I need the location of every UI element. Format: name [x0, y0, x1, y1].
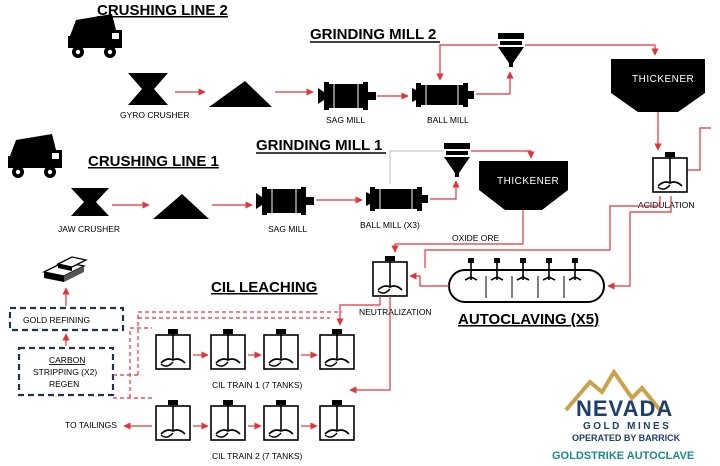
- carbon-stripping-box: CARBON STRIPPING (X2) REGEN: [17, 346, 115, 397]
- grinding-mill-2-title: GRINDING MILL 2: [310, 26, 436, 43]
- cil-tank-icon: [319, 328, 355, 370]
- flow-line: [389, 150, 444, 184]
- gyro-crusher-icon: [128, 73, 168, 105]
- logo-sub: GOLD MINES: [583, 421, 671, 432]
- cyclone-icon: [444, 143, 470, 177]
- flow-arrow: [349, 296, 391, 394]
- crushing-line-2: CRUSHING LINE 2 GYRO CRUSHER SAG MILL BA…: [68, 2, 524, 125]
- crushing-line-2-title: CRUSHING LINE 2: [97, 2, 228, 19]
- flow-arrow: [436, 44, 498, 81]
- flow-arrow: [430, 180, 460, 200]
- neutralization-tank: NEUTRALIZATION: [359, 255, 432, 317]
- sag-mill-2-label: SAG MILL: [326, 115, 365, 125]
- neutralization-label: NEUTRALIZATION: [359, 307, 432, 317]
- cil-tank-icon: [155, 399, 191, 441]
- flow-arrow: [409, 272, 449, 287]
- crushing-line-1-title: CRUSHING LINE 1: [88, 153, 219, 170]
- nevada-gold-mines-logo: NEVADA GOLD MINES OPERATED BY BARRICK GO…: [552, 368, 694, 462]
- cil-tank-icon: [210, 328, 246, 370]
- gold-bars-icon: [42, 256, 88, 282]
- thickener-top-label: THICKENER: [632, 74, 694, 85]
- crushing-line-1: CRUSHING LINE 1 JAW CRUSHER SAG MILL BAL…: [8, 134, 470, 234]
- acidulation-label: ACIDULATION: [638, 200, 695, 210]
- logo-caption: GOLDSTRIKE AUTOCLAVE: [552, 450, 694, 462]
- flow-arrow: [336, 296, 381, 326]
- grinding-mill-1-title: GRINDING MILL 1: [256, 137, 382, 154]
- acidulation-tank-icon: [652, 151, 688, 193]
- thickener-top: THICKENER: [611, 59, 705, 112]
- flow-arrow: [525, 44, 659, 56]
- flow-arrow: [607, 196, 672, 290]
- cil-train-1: CIL TRAIN 1 (7 TANKS): [155, 328, 355, 390]
- haul-truck-icon: [68, 14, 122, 58]
- carbon-stripping-frame: [17, 346, 115, 397]
- cil-train-2-label: CIL TRAIN 2 (7 TANKS): [212, 451, 303, 461]
- cil-train-1-label: CIL TRAIN 1 (7 TANKS): [212, 380, 303, 390]
- carbon-recirc-line: [129, 327, 152, 398]
- to-tailings-label: TO TAILINGS: [65, 420, 117, 430]
- thickener-mid-label: THICKENER: [497, 176, 559, 187]
- autoclaving-title: AUTOCLAVING (X5): [458, 311, 599, 328]
- cil-tank-icon: [155, 328, 191, 370]
- sag-mill-icon: [317, 81, 377, 111]
- sag-mill-icon: [255, 186, 315, 216]
- flow-arrow: [471, 150, 535, 159]
- acidulation-tank: ACIDULATION: [638, 151, 695, 210]
- flow-lines: [62, 44, 711, 430]
- thickener-icon: [479, 161, 568, 210]
- haul-truck-icon: [8, 134, 62, 178]
- thickener-icon: [611, 59, 705, 112]
- cil-tank-icon: [319, 399, 355, 441]
- stockpile-icon: [209, 81, 272, 107]
- oxide-ore-label: OXIDE ORE: [452, 233, 500, 243]
- gyro-crusher-label: GYRO CRUSHER: [120, 110, 189, 120]
- carbon-label: CARBON: [49, 355, 85, 365]
- stripping-label: STRIPPING (X2): [33, 367, 97, 377]
- neutralization-tank-icon: [372, 255, 408, 297]
- gold-refining-label: GOLD REFINING: [23, 315, 90, 325]
- flow-arrow: [391, 210, 524, 253]
- ball-mill-icon: [411, 82, 475, 108]
- flow-line: [688, 127, 711, 171]
- ball-mill-1-label: BALL MILL (X3): [360, 220, 420, 230]
- jaw-crusher-icon: [71, 188, 109, 216]
- ball-mill-2-label: BALL MILL: [427, 115, 469, 125]
- flow-arrow: [476, 71, 514, 95]
- logo-name: NEVADA: [576, 396, 673, 421]
- logo-operated: OPERATED BY BARRICK: [572, 433, 681, 443]
- regen-label: REGEN: [49, 379, 79, 389]
- ball-mill-icon: [365, 186, 429, 212]
- mountain-icon: [564, 368, 662, 412]
- autoclave-vessel: [448, 269, 605, 303]
- thickener-mid: THICKENER: [479, 161, 568, 210]
- gold-refining-box: GOLD REFINING: [8, 306, 125, 332]
- gold-refining-frame: [8, 306, 125, 332]
- carbon-recirc-line: [137, 311, 342, 375]
- stockpile-icon: [153, 194, 209, 219]
- cil-train-2: CIL TRAIN 2 (7 TANKS): [155, 399, 355, 461]
- autoclave: AUTOCLAVING (X5): [448, 257, 605, 328]
- cil-leaching-title: CIL LEACHING: [211, 279, 317, 296]
- jaw-crusher-label: JAW CRUSHER: [58, 224, 120, 234]
- cyclone-icon: [498, 33, 524, 67]
- cil-tank-icon: [263, 328, 299, 370]
- flow-line: [424, 196, 661, 268]
- sag-mill-1-label: SAG MILL: [268, 224, 307, 234]
- cil-tank-icon: [263, 399, 299, 441]
- cil-tank-icon: [210, 399, 246, 441]
